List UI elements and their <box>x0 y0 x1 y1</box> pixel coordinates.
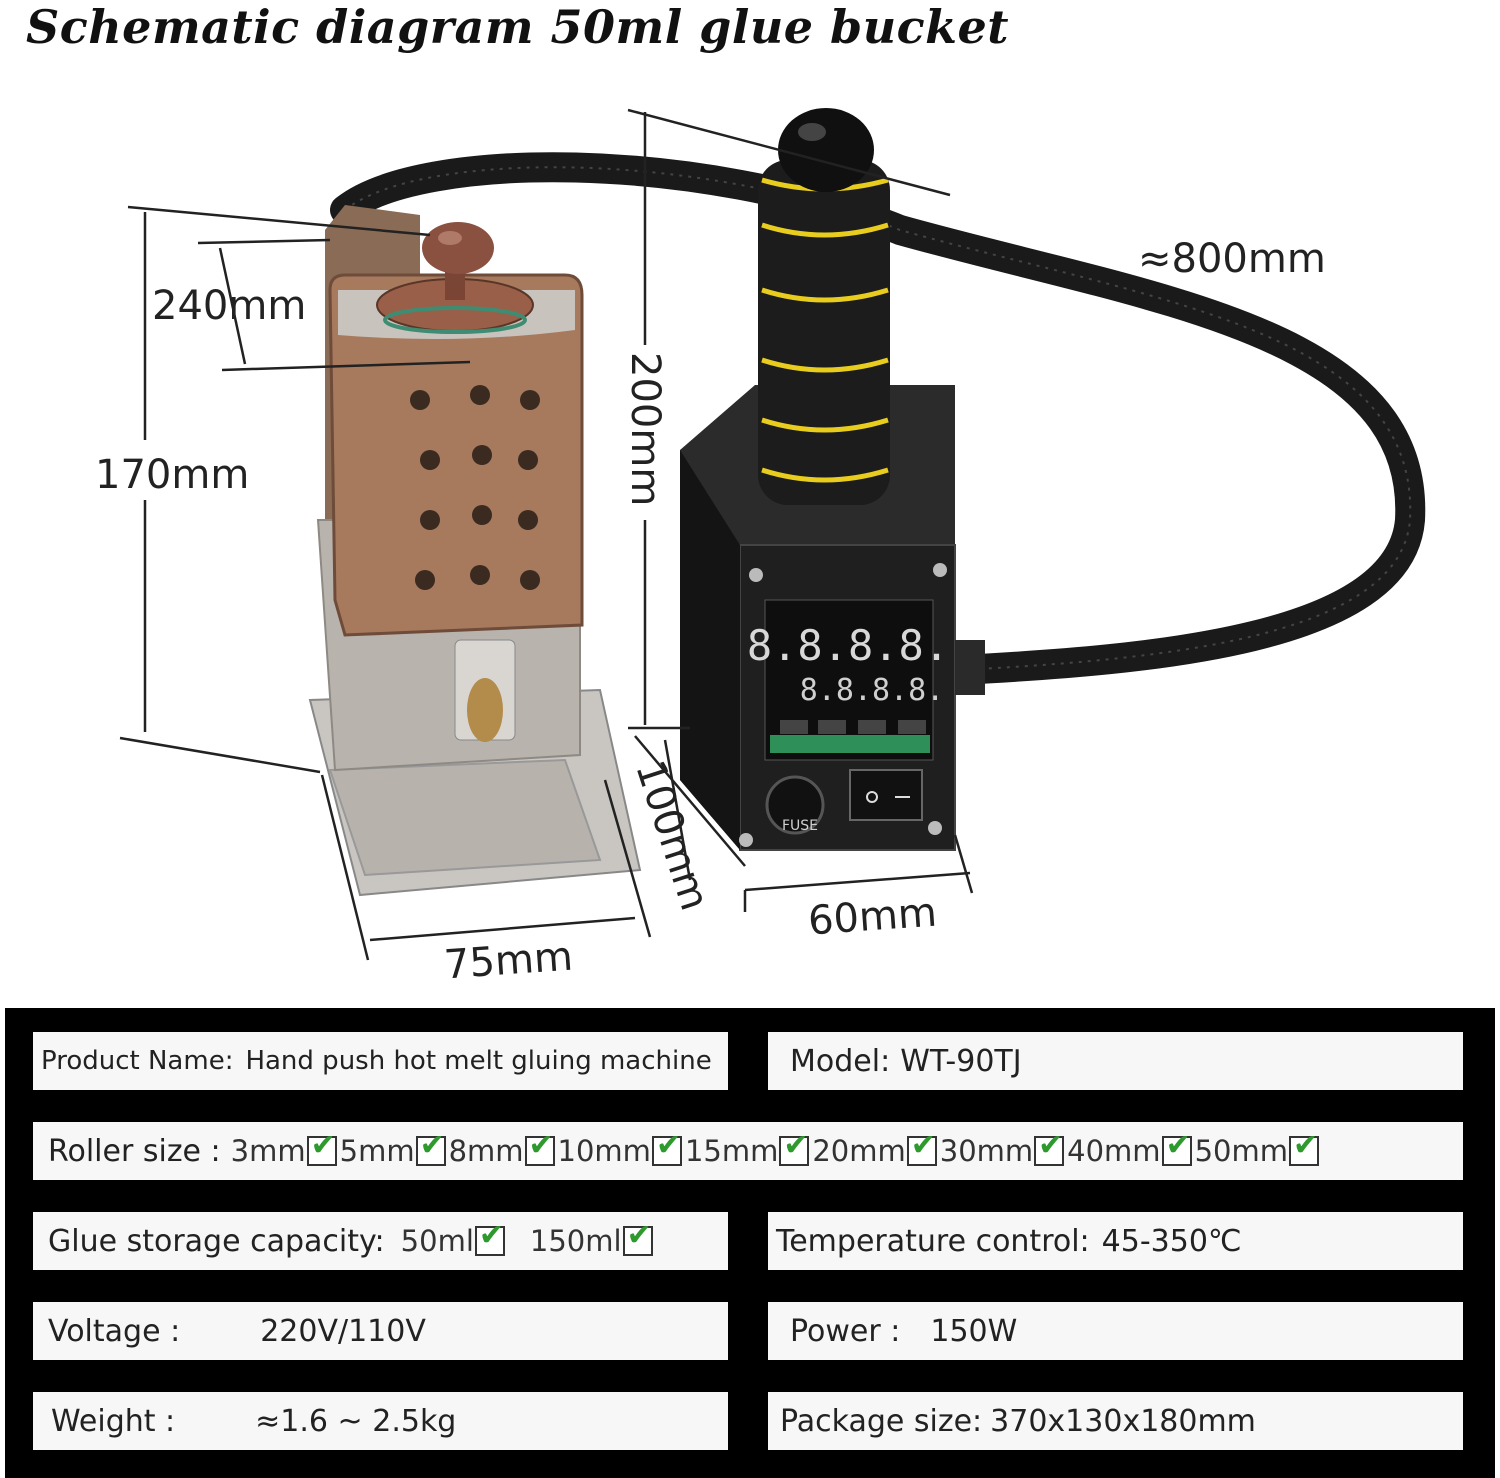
roller-option: 8mm <box>448 1128 558 1168</box>
check-icon <box>524 1128 555 1166</box>
roller-size-value: 8mm <box>448 1134 524 1168</box>
package-label: Package size: <box>780 1403 983 1439</box>
roller-options: 3mm 5mm 8mm 10mm 15mm 20mm 30mm 40mm 50mm <box>230 1128 1322 1168</box>
roller-option: 20mm <box>812 1128 939 1168</box>
spec-product-name: Product Name: Hand push hot melt gluing … <box>33 1032 728 1090</box>
roller-option: 50mm <box>1194 1128 1322 1168</box>
roller-size-value: 50mm <box>1194 1134 1288 1168</box>
capacity-2-value: 150ml <box>529 1224 622 1258</box>
check-icon <box>1034 1128 1065 1166</box>
check-icon <box>474 1218 505 1256</box>
check-icon <box>622 1218 653 1256</box>
roller-option: 30mm <box>939 1128 1067 1168</box>
dim-240mm: 240mm <box>152 283 307 329</box>
power-switch <box>849 769 923 821</box>
product-name-label: Product Name: <box>41 1046 234 1076</box>
dim-200mm: 200mm <box>622 352 668 507</box>
product-illustration: 8.8.8.8. 8.8.8.8. FUSE <box>119 108 1426 961</box>
roller-size-value: 15mm <box>684 1134 779 1168</box>
check-icon <box>1161 1128 1192 1166</box>
roller-size-value: 10mm <box>557 1134 651 1168</box>
spec-package-size: Package size: 370x130x180mm <box>768 1392 1463 1450</box>
capacity-1-value: 50ml <box>400 1224 474 1258</box>
power-value: 150W <box>930 1313 1018 1349</box>
check-icon <box>415 1128 446 1166</box>
check-icon <box>906 1128 937 1166</box>
roller-option: 10mm <box>557 1128 685 1168</box>
spec-temperature: Temperature control: 45-350℃ <box>768 1212 1463 1270</box>
roller-option: 40mm <box>1067 1128 1194 1168</box>
page-title: Schematic diagram 50ml glue bucket <box>26 0 1010 54</box>
voltage-label: Voltage : <box>48 1313 181 1349</box>
spec-capacity: Glue storage capacity: 50ml 150ml <box>33 1212 728 1270</box>
roller-label: Roller size : <box>48 1133 221 1169</box>
dim-800mm: ≈800mm <box>1138 236 1326 282</box>
roller-size-value: 30mm <box>939 1134 1034 1168</box>
product-name-value: Hand push hot melt gluing machine <box>245 1046 712 1076</box>
weight-value: ≈1.6 ~ 2.5kg <box>255 1403 457 1439</box>
capacity-option-150: 150ml <box>529 1218 656 1258</box>
spec-table: Product Name: Hand push hot melt gluing … <box>5 1008 1495 1478</box>
spec-voltage: Voltage : 220V/110V <box>33 1302 728 1360</box>
temp-value: 45-350℃ <box>1101 1223 1242 1259</box>
spec-roller-size: Roller size : 3mm 5mm 8mm 10mm 15mm 20mm 30mm 4… <box>33 1122 1463 1180</box>
check-icon <box>306 1128 337 1166</box>
power-label: Power : <box>790 1313 901 1349</box>
spec-power: Power : 150W <box>768 1302 1463 1360</box>
roller-size-value: 3mm <box>230 1134 306 1168</box>
check-icon <box>1288 1128 1319 1166</box>
dim-170mm: 170mm <box>95 452 250 498</box>
spec-model: Model: WT-90TJ <box>768 1032 1463 1090</box>
fuse-holder <box>765 775 825 835</box>
model-value: WT-90TJ <box>900 1043 1022 1079</box>
fuse-label: FUSE <box>782 818 818 834</box>
model-label: Model: <box>790 1043 891 1079</box>
roller-size-value: 40mm <box>1067 1134 1161 1168</box>
package-value: 370x130x180mm <box>990 1403 1256 1439</box>
display-bottom: 8.8.8.8. <box>800 673 945 708</box>
roller-option: 5mm <box>339 1128 449 1168</box>
dim-75mm: 75mm <box>442 933 575 989</box>
roller-option: 3mm <box>230 1128 340 1168</box>
roller-size-value: 5mm <box>339 1134 415 1168</box>
roller-size-value: 20mm <box>812 1134 906 1168</box>
display-top: 8.8.8.8. <box>747 621 949 670</box>
handle <box>758 160 890 505</box>
capacity-option-50: 50ml <box>400 1218 508 1258</box>
voltage-value: 220V/110V <box>260 1313 426 1349</box>
check-icon <box>779 1128 810 1166</box>
weight-label: Weight : <box>51 1403 176 1439</box>
dim-60mm: 60mm <box>806 889 939 945</box>
capacity-label: Glue storage capacity: <box>48 1223 385 1259</box>
roller-option: 15mm <box>684 1128 812 1168</box>
spec-weight: Weight : ≈1.6 ~ 2.5kg <box>33 1392 728 1450</box>
check-icon <box>651 1128 682 1166</box>
temp-label: Temperature control: <box>776 1223 1090 1259</box>
